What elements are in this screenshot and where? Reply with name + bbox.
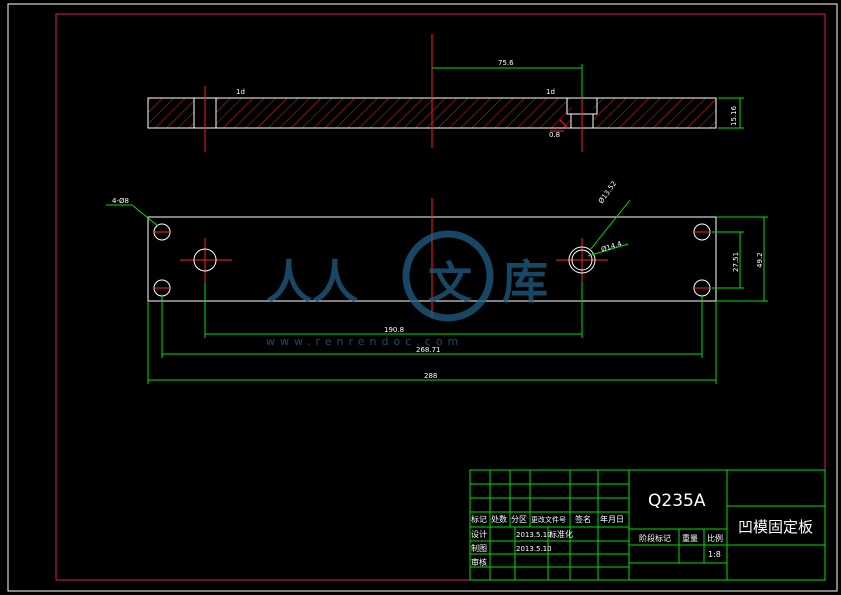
pin-hole-right-inner — [571, 249, 593, 271]
watermark-text-mid: 文 — [428, 258, 472, 309]
dim-height-inner: 27.51 — [732, 252, 740, 272]
plan-view: 4-Ø8 Ø13.52 Ø14.4 27.51 49.2 190.8 268.7… — [106, 180, 768, 384]
header-mark: 标记 — [471, 514, 487, 524]
scale-label: 比例 — [707, 533, 723, 543]
dim-thickness: 15.16 — [730, 105, 738, 126]
title-block — [469, 469, 826, 581]
header-change-doc: 更改文件号 — [531, 515, 566, 524]
weight-label: 重量 — [682, 533, 698, 543]
title-block-text: 标记 处数 分区 更改文件号 签名 年月日 设计 2013.5.10 标准化 制… — [471, 491, 813, 567]
pin-hole-right-outer — [568, 246, 596, 274]
hole-note-small: Ø14.4 — [600, 240, 623, 254]
dim-width-1: 190.8 — [384, 326, 404, 334]
date-2: 2013.5.10 — [516, 545, 552, 553]
part-name: 凹模固定板 — [738, 518, 813, 536]
header-date: 年月日 — [600, 514, 624, 524]
watermark-text-right: 库 — [502, 255, 548, 309]
header-zone: 分区 — [511, 515, 527, 524]
outer-border — [7, 3, 838, 592]
date-1: 2013.5.10 — [516, 531, 552, 539]
note-left: 1d — [236, 88, 245, 96]
watermark-circle — [402, 230, 494, 322]
dim-top: 75.6 — [498, 59, 514, 67]
standard-label: 标准化 — [549, 529, 573, 539]
watermark-text-left: 人人 — [266, 255, 358, 309]
watermark: 人人 文 库 www.renrendoc.com — [266, 230, 548, 348]
note-bottom: 0.8 — [549, 131, 560, 139]
row-drawing: 制图 — [471, 543, 487, 553]
stage-label: 阶段标记 — [639, 533, 671, 543]
header-signature: 签名 — [575, 514, 591, 524]
material: Q235A — [648, 491, 706, 511]
row-design: 设计 — [471, 529, 487, 539]
dim-width-2: 268.71 — [416, 346, 441, 354]
top-section-view: 75.6 15.16 1d 1d 0.8 — [147, 34, 744, 152]
dim-width-3: 288 — [424, 372, 437, 380]
hole-note: Ø13.52 — [597, 180, 618, 206]
header-count: 处数 — [491, 514, 507, 524]
pin-hole-left — [193, 248, 217, 272]
watermark-url: www.renrendoc.com — [266, 335, 463, 348]
row-review: 审核 — [471, 557, 487, 567]
corner-note: 4-Ø8 — [112, 197, 129, 205]
scale-value: 1:8 — [708, 550, 721, 559]
dim-height-outer: 49.2 — [756, 252, 764, 268]
note-right: 1d — [546, 88, 555, 96]
inner-frame — [55, 13, 826, 581]
